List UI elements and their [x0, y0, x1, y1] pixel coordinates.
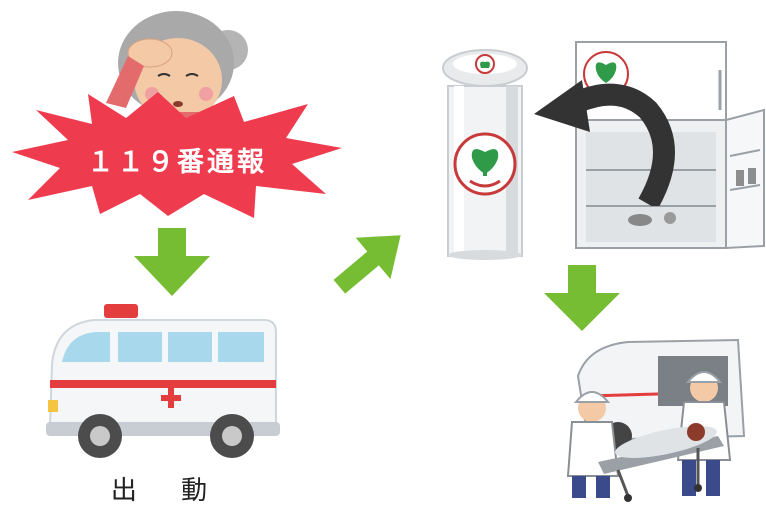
ambulance-icon: [46, 304, 280, 458]
medical-info-capsule-icon: [442, 49, 528, 260]
emergency-call-label: １１９番通報: [87, 147, 267, 178]
dispatch-label: 出 動: [110, 476, 226, 506]
arrow-down-icon-2: [544, 265, 620, 331]
arrow-up-right-icon: [333, 235, 401, 294]
arrow-down-icon: [134, 228, 210, 296]
refrigerator-icon: [575, 41, 765, 250]
paramedics-stretcher-icon: [566, 338, 746, 502]
starburst-alert-icon: [12, 92, 342, 218]
curved-arrow-icon: [534, 80, 675, 206]
